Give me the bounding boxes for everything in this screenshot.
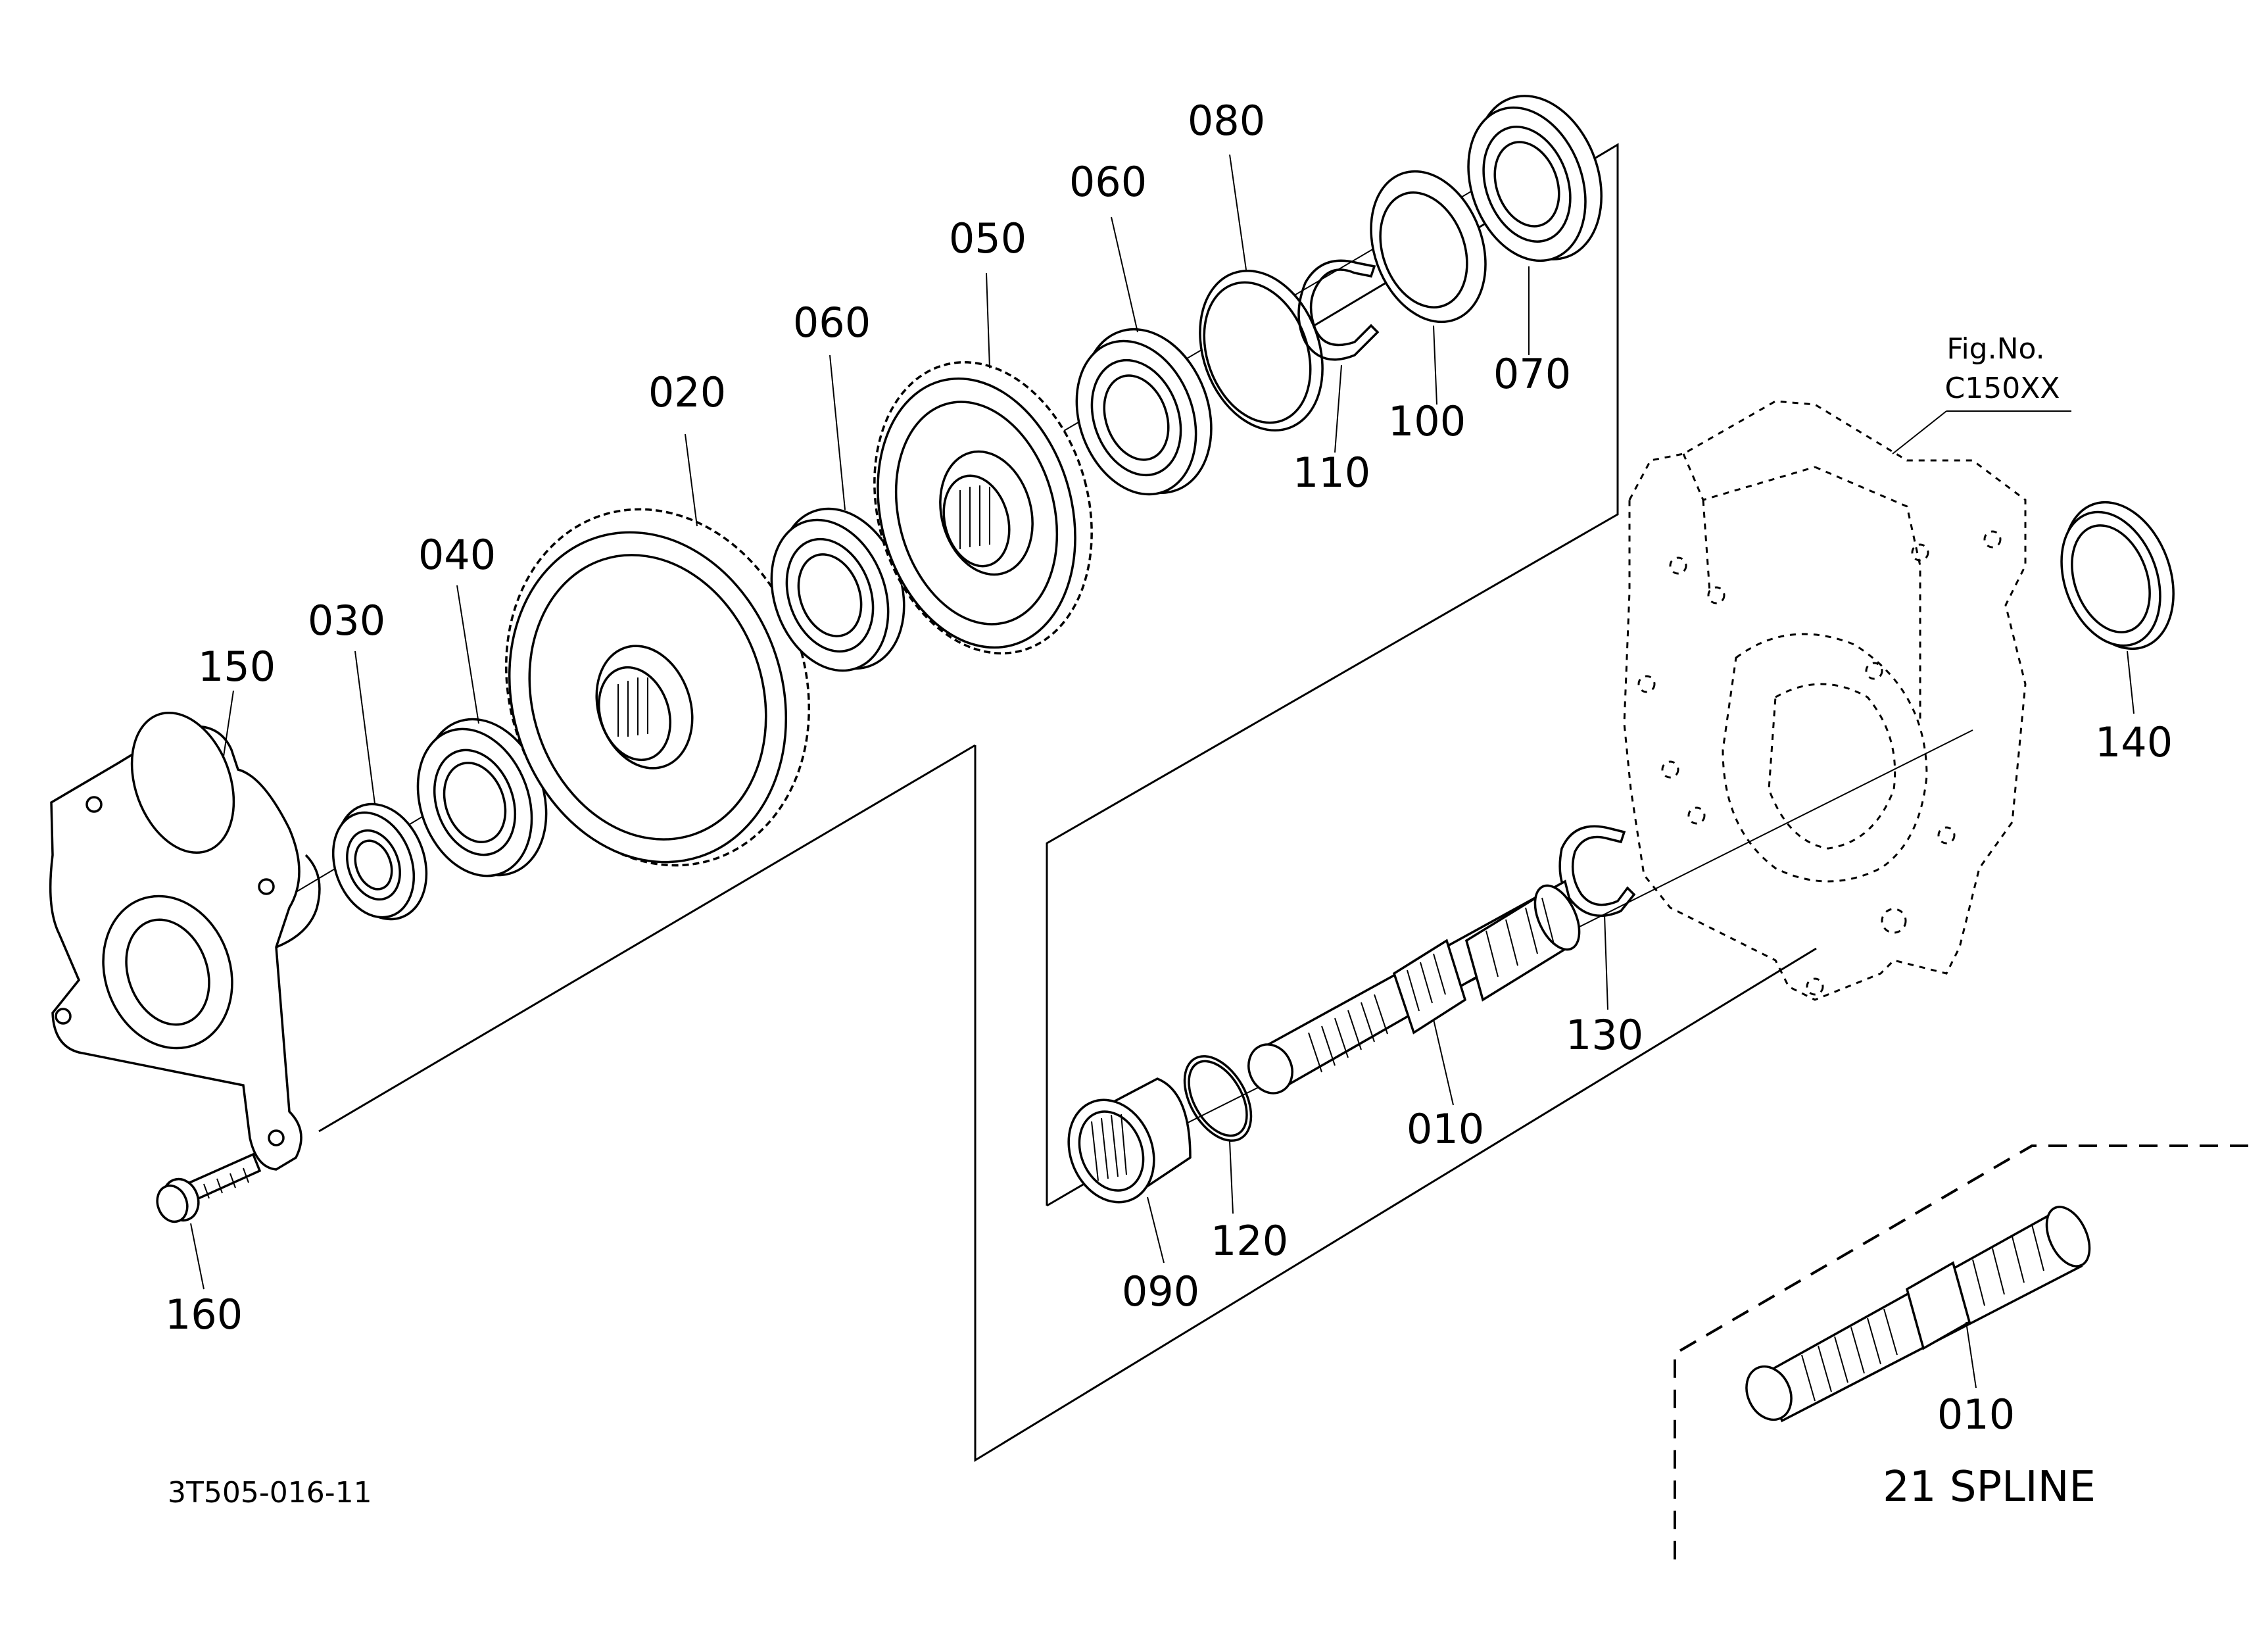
bracket-plate-150	[49, 711, 321, 1171]
callout-020: 020	[648, 368, 726, 416]
snap-ring-110	[1297, 259, 1380, 361]
assembly-boundary-lines	[318, 143, 2248, 1565]
callout-120: 120	[1211, 1217, 1288, 1265]
shaft-010	[1247, 879, 1581, 1094]
callout-010-alt: 010	[1937, 1390, 2015, 1438]
callout-130: 130	[1566, 1011, 1643, 1059]
ring-080	[1199, 269, 1324, 432]
fig-ref-line2: C150XX	[1945, 372, 2060, 405]
shaft-010-alt	[1745, 1206, 2091, 1423]
washer-100	[1370, 170, 1487, 324]
bearing-060-left	[770, 507, 905, 672]
callout-150: 150	[198, 643, 276, 691]
oil-seal-140	[2060, 501, 2175, 651]
bolt-160	[156, 1152, 262, 1223]
gear-050	[873, 361, 1093, 654]
callout-140: 140	[2095, 718, 2173, 766]
leader-lines	[190, 154, 2135, 1389]
collar-090	[1067, 1077, 1192, 1204]
callout-090: 090	[1122, 1267, 1199, 1315]
housing-phantom	[1623, 400, 2027, 1001]
large-gear-020	[505, 508, 810, 867]
figure-reference: Fig.No. C150XX	[1945, 332, 2060, 405]
bearing-030	[331, 802, 428, 921]
drawing-code: 3T505-016-11	[168, 1476, 372, 1510]
callout-080: 080	[1188, 97, 1265, 145]
variant-label: 21 SPLINE	[1883, 1463, 2096, 1512]
bearing-040	[416, 718, 548, 877]
callout-100: 100	[1388, 397, 1466, 445]
bearing-060-right	[1075, 328, 1213, 496]
snap-ring-130	[1558, 825, 1636, 917]
callout-050: 050	[949, 214, 1026, 262]
bearing-070	[1467, 95, 1603, 262]
callout-160: 160	[165, 1291, 243, 1339]
callout-030: 030	[308, 597, 385, 645]
callout-070: 070	[1493, 350, 1571, 398]
shaft-axis-lines	[98, 170, 1973, 1158]
callout-110: 110	[1293, 449, 1370, 497]
o-ring-120	[1183, 1055, 1253, 1142]
callout-060-left: 060	[793, 299, 871, 347]
fig-ref-leader	[1892, 410, 1947, 455]
callout-040: 040	[418, 531, 496, 579]
callout-060-right: 060	[1069, 158, 1147, 206]
callout-010: 010	[1407, 1105, 1484, 1153]
callout-labels: 150 030 040 020 060 050 060 080 070 100 …	[165, 97, 2173, 1438]
fig-ref-line1: Fig.No.	[1946, 332, 2044, 366]
